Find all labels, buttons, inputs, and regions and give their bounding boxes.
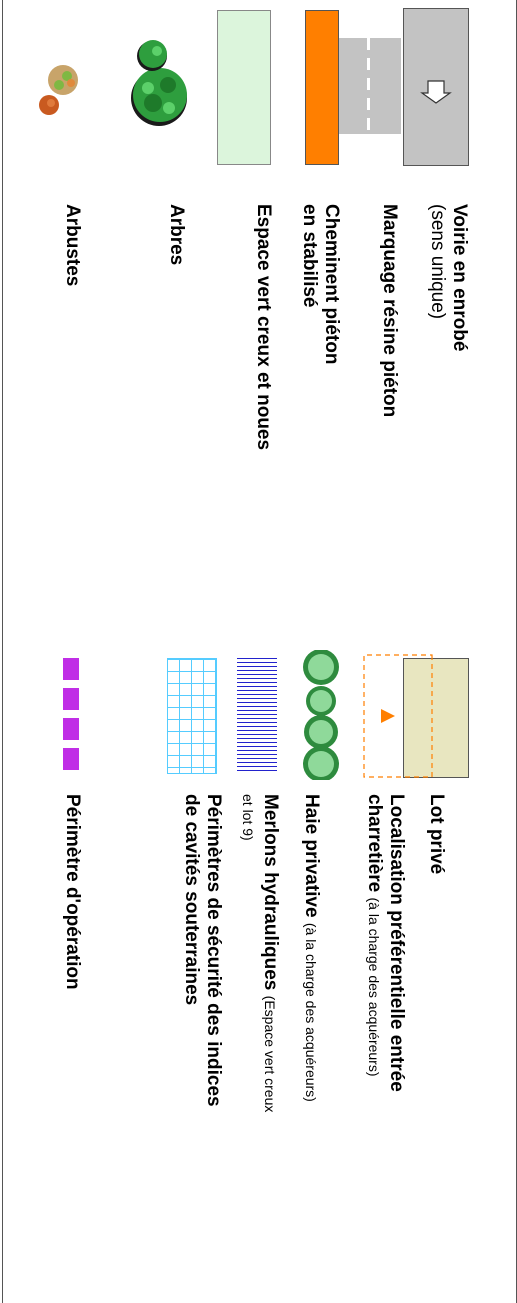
path-title-line2: en stabilisé	[299, 204, 320, 308]
entrance-symbol	[363, 654, 433, 778]
berm-symbol	[237, 658, 277, 772]
berm-note-line2: et lot 9)	[240, 794, 256, 841]
shrub-symbol	[33, 50, 93, 130]
tree-title: Arbres	[166, 204, 187, 266]
road-title: Voirie en enrobé	[449, 204, 470, 352]
berm-title: Merlons hydrauliques	[260, 794, 281, 991]
down-arrow-icon	[420, 80, 452, 104]
hedge-note: (à la charge des acquéreurs)	[303, 922, 319, 1102]
path-title-line1: Cheminent piéton	[321, 204, 342, 365]
cavity-title-line2: de cavités souterraines	[181, 794, 202, 1006]
resin-title: Marquage résine piéton	[379, 204, 400, 418]
road-subtitle: (sens unique)	[427, 204, 448, 320]
cavity-grid-symbol	[167, 658, 217, 774]
green-space-title: Espace vert creux et noues	[253, 204, 274, 451]
hedge-title: Haie privative	[301, 794, 322, 918]
green-space-symbol	[217, 10, 271, 165]
perimeter-title: Périmètre d'opération	[62, 794, 83, 990]
entrance-title-line2: charretière (à la charge des acquéreurs)	[363, 794, 385, 1077]
entrance-title-line2-text: charretière	[364, 794, 385, 893]
tree-symbol	[123, 40, 193, 140]
berm-note-line1: (Espace vert creux	[262, 995, 278, 1113]
entrance-triangle-icon	[363, 654, 433, 778]
hedge-icon	[303, 649, 339, 782]
private-lot-title: Lot privé	[426, 794, 447, 875]
shrub-icon	[39, 65, 78, 115]
berm-label: Merlons hydrauliques (Espace vert creux	[259, 794, 281, 1112]
hedge-symbol	[293, 649, 349, 782]
cavity-title-line1: Périmètres de sécurité des indices	[203, 794, 224, 1107]
entrance-note: (à la charge des acquéreurs)	[366, 897, 382, 1077]
tree-icon	[131, 40, 187, 126]
entrance-title-line1: Localisation préférentielle entrée	[386, 794, 407, 1092]
road-symbol	[403, 8, 469, 166]
resin-crossing-symbol	[335, 38, 401, 134]
orange-path-symbol	[305, 10, 339, 165]
perimeter-symbol	[63, 658, 79, 774]
hedge-label: Haie privative (à la charge des acquéreu…	[300, 794, 322, 1102]
shrub-title: Arbustes	[62, 204, 83, 287]
